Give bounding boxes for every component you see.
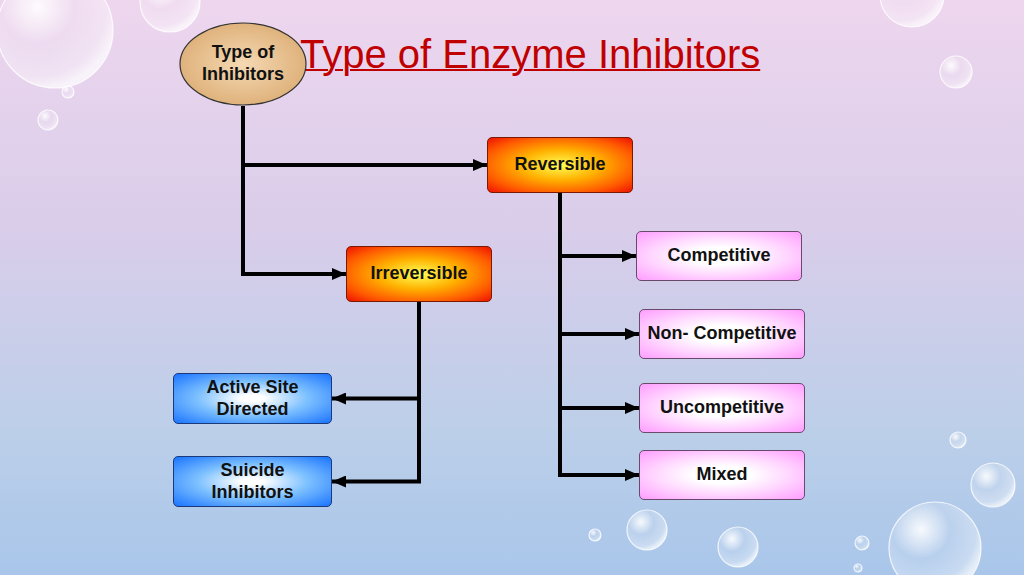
connector-arrow [243,106,346,274]
root-ellipse: Type of Inhibitors [179,22,307,106]
node-label: Non- Competitive [647,323,796,345]
slide-title: Type of Enzyme Inhibitors [300,32,760,77]
category-box: Irreversible [346,246,492,302]
type-box: Active Site Directed [173,373,332,424]
node-label: Uncompetitive [660,397,784,419]
node-label: Competitive [667,245,770,267]
type-box: Non- Competitive [639,309,805,359]
type-box: Competitive [636,231,802,281]
connector-arrow [243,106,487,165]
node-label: Active Site Directed [188,377,318,420]
connector-arrow [560,193,636,256]
node-label: Suicide Inhibitors [188,460,318,503]
connector-arrow [332,302,419,399]
connector-arrow [560,193,639,475]
node-label: Type of Inhibitors [193,42,293,85]
connector-arrow [560,193,639,334]
node-label: Mixed [696,464,747,486]
type-box: Mixed [639,450,805,500]
type-box: Suicide Inhibitors [173,456,332,507]
connector-arrow [560,193,639,408]
node-label: Irreversible [370,263,467,285]
connector-arrow [332,302,419,482]
node-label: Reversible [514,154,605,176]
category-box: Reversible [487,137,633,193]
type-box: Uncompetitive [639,383,805,433]
